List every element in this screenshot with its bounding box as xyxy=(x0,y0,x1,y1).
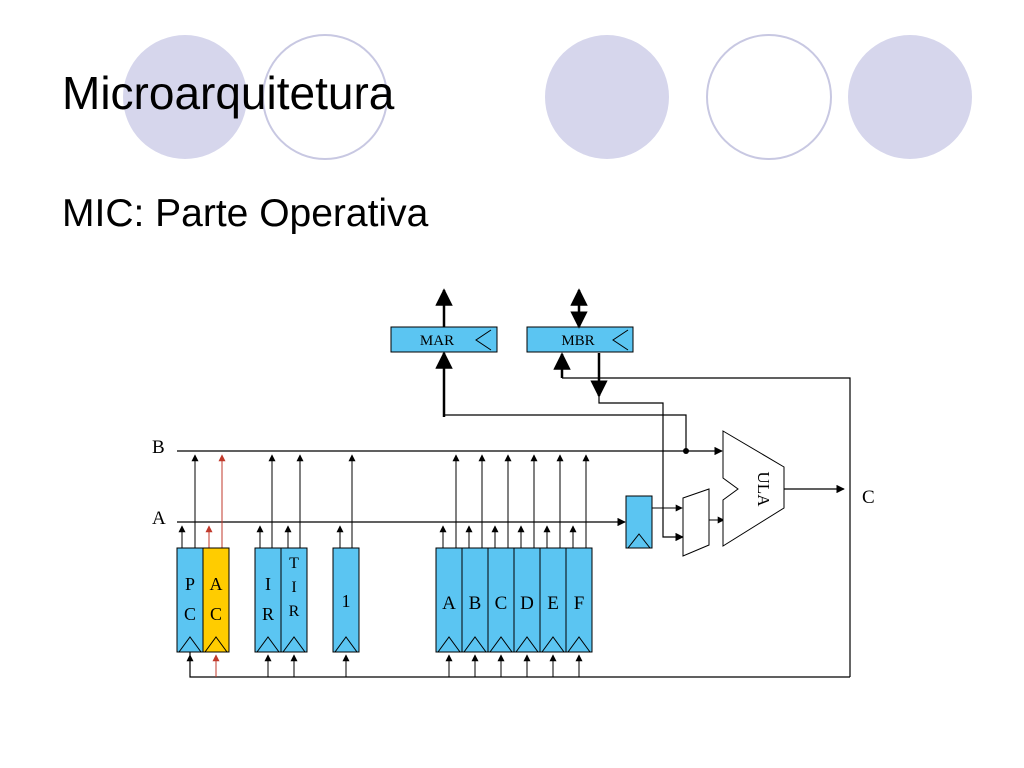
deco-circle-filled-3 xyxy=(848,35,972,159)
a-multiplexer xyxy=(682,488,725,557)
bus-c-to-register-arrows xyxy=(186,654,583,677)
reg-e-label: E xyxy=(547,593,559,614)
tir-char-2: I xyxy=(291,579,296,596)
reg-d-label: D xyxy=(520,593,534,614)
bus-c-line xyxy=(189,652,850,678)
pc-char-1: P xyxy=(185,574,195,594)
bus-a-label: A xyxy=(152,508,166,529)
ac-char-2: C xyxy=(210,604,222,624)
deco-circle-filled-1 xyxy=(123,35,247,159)
register-d: D xyxy=(513,547,541,653)
register-ir: I R xyxy=(254,547,282,653)
register-a: A xyxy=(435,547,463,653)
alu-label: ULA xyxy=(754,472,773,508)
ac-highlight-arrows xyxy=(205,454,226,677)
reg-c-label: C xyxy=(495,593,508,614)
register-c: C xyxy=(487,547,515,653)
slide-title: Microarquitetura xyxy=(62,67,395,119)
bus-c-label: C xyxy=(862,487,875,508)
a-latch xyxy=(625,495,683,549)
tir-char-3: R xyxy=(289,603,300,620)
mar-register: MAR xyxy=(390,326,498,353)
reg-a-label: A xyxy=(442,593,456,614)
deco-circle-filled-2 xyxy=(545,35,669,159)
register-pc: P C xyxy=(176,547,204,653)
register-one: 1 xyxy=(332,547,360,653)
register-ac: A C xyxy=(202,547,230,653)
reg-f-label: F xyxy=(574,593,585,614)
ac-char-1: A xyxy=(210,574,223,594)
register-e: E xyxy=(539,547,567,653)
register-f: F xyxy=(565,547,593,653)
register-to-bus-arrows xyxy=(178,454,590,548)
mbr-register: MBR xyxy=(526,326,634,353)
mar-label: MAR xyxy=(420,333,454,349)
alu: ULA xyxy=(722,430,785,547)
deco-circle-outline-2 xyxy=(706,34,832,160)
memory-connections xyxy=(435,288,851,677)
one-label: 1 xyxy=(342,591,351,611)
bus-junction xyxy=(683,448,689,454)
register-tir: T I R xyxy=(280,547,308,653)
slide-subtitle: MIC: Parte Operativa xyxy=(62,192,429,235)
pc-char-2: C xyxy=(184,604,196,624)
mbr-label: MBR xyxy=(561,333,594,349)
deco-circle-outline-1 xyxy=(262,34,388,160)
ir-char-1: I xyxy=(265,574,271,594)
register-b: B xyxy=(461,547,489,653)
ir-char-2: R xyxy=(262,604,274,624)
reg-b-label: B xyxy=(469,593,482,614)
bus-b-label: B xyxy=(152,437,165,458)
tir-char-1: T xyxy=(289,555,299,572)
